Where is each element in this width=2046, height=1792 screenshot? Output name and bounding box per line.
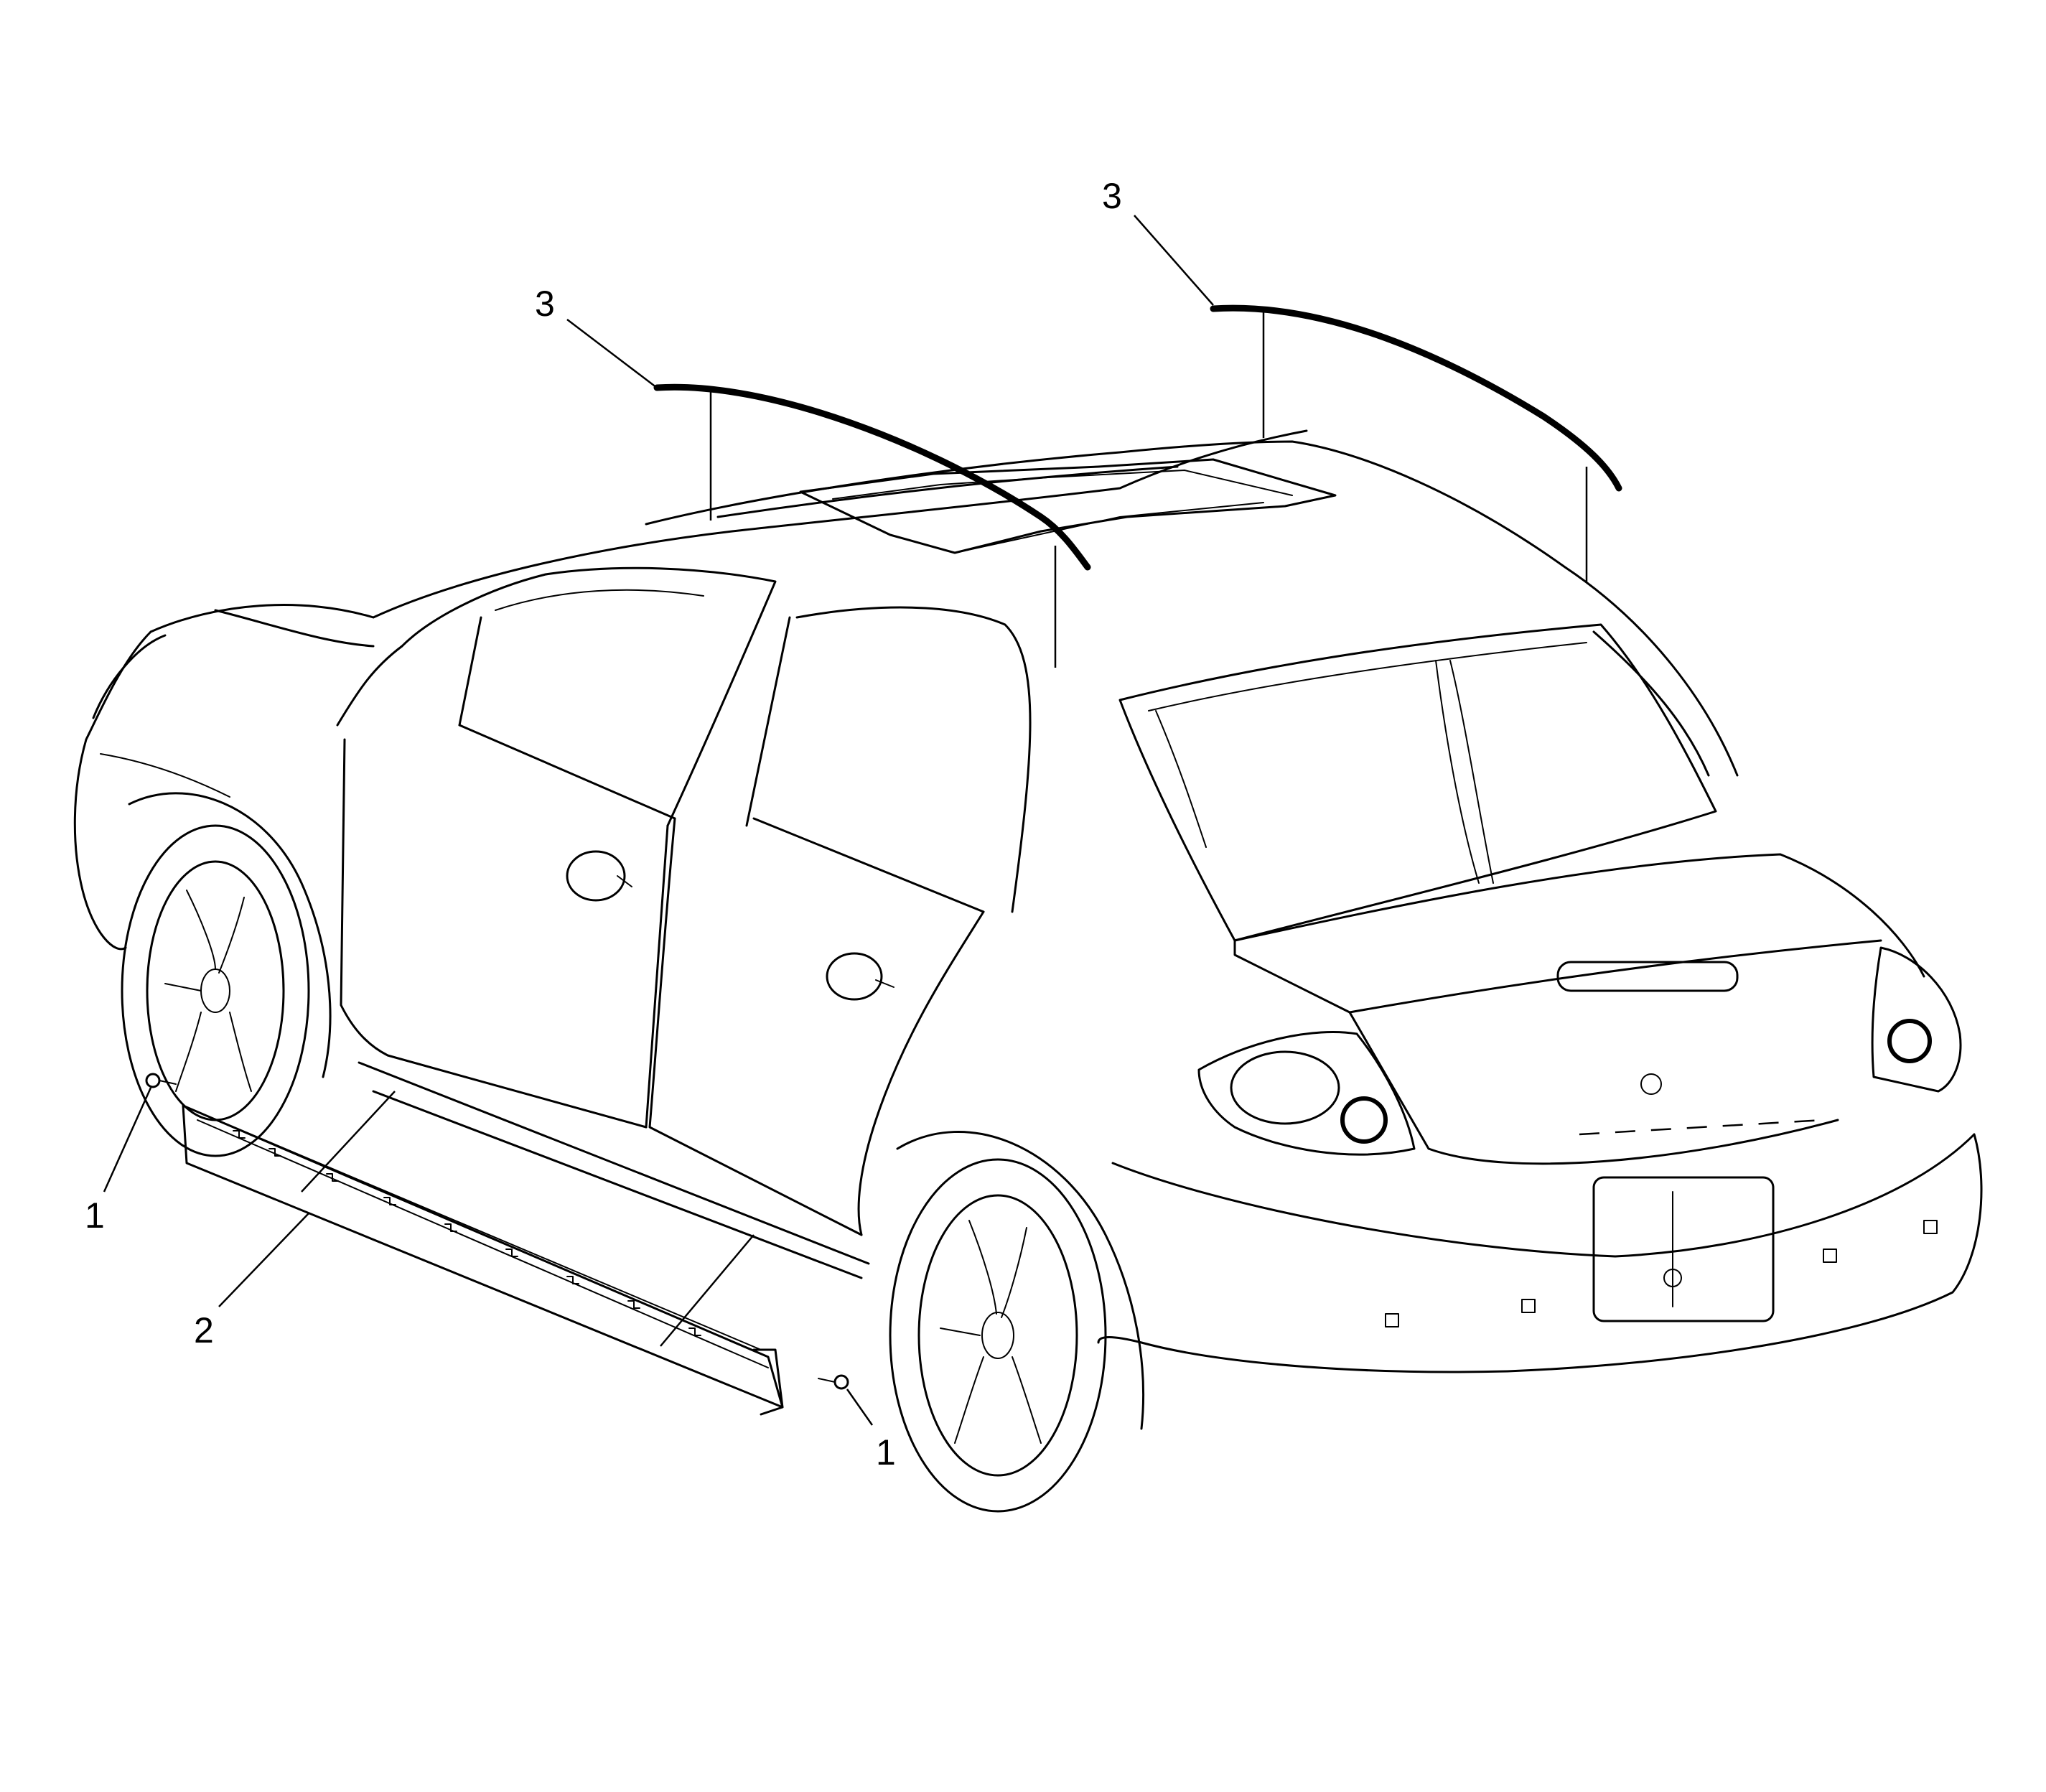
rear-wheel (889, 1131, 1145, 1513)
front-wheel (121, 792, 332, 1157)
callout-3-front: 3 (535, 284, 555, 324)
callout-2: 2 (194, 1310, 214, 1350)
fastener-front (145, 1073, 177, 1088)
callout-leaders (103, 215, 1214, 1426)
sunroof (799, 458, 1337, 554)
roof-molding-front (653, 383, 1091, 668)
callout-1-rear: 1 (876, 1432, 896, 1473)
right-tail-lamp (1871, 946, 1962, 1093)
molding-clips (233, 1130, 701, 1336)
callout-1-front: 1 (85, 1195, 105, 1236)
trunk-lid (1233, 853, 1925, 1165)
vehicle-body (73, 429, 1983, 1373)
rear-window (1118, 623, 1717, 942)
callout-labels: 1 2 1 3 3 (85, 176, 1122, 1473)
callout-3-rear: 3 (1102, 176, 1122, 216)
roof-molding-rear (1210, 304, 1622, 582)
left-tail-lamp (1197, 1030, 1416, 1156)
front-door (336, 566, 777, 1129)
rocker-molding (182, 1091, 784, 1416)
fastener-rear (818, 1374, 849, 1390)
rear-bumper (1097, 1133, 1983, 1373)
rear-door (648, 606, 1032, 1236)
